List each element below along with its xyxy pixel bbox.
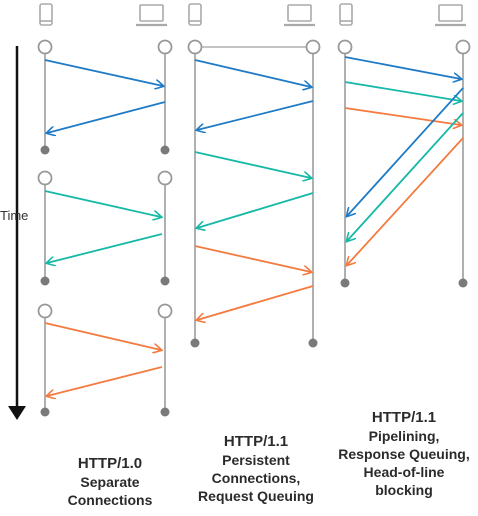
- server-close-dot: [160, 276, 170, 286]
- response-arrow: [47, 101, 166, 133]
- response-arrow-2: [347, 112, 464, 241]
- desktop-icon: [284, 4, 315, 27]
- client-open-circle: [37, 39, 53, 55]
- response-arrow-3: [197, 285, 314, 320]
- connection-3: [37, 303, 173, 417]
- caption-line: Head-of-line: [363, 464, 445, 480]
- server-close-dot: [458, 278, 468, 288]
- server-close-dot: [308, 338, 318, 348]
- client-close-dot: [40, 276, 50, 286]
- phone-icon: [188, 3, 202, 26]
- response-arrow-1: [197, 100, 314, 130]
- client-close-dot: [40, 407, 50, 417]
- request-arrow-2: [344, 81, 461, 101]
- request-arrow: [44, 190, 161, 217]
- caption-http11-pipelining: HTTP/1.1 Pipelining, Response Queuing, H…: [332, 408, 476, 499]
- request-arrow: [44, 59, 163, 86]
- caption-title: HTTP/1.1: [371, 409, 437, 426]
- request-arrow-1: [194, 59, 311, 87]
- caption-http11-persistent: HTTP/1.1 Persistent Connections, Request…: [184, 432, 328, 505]
- client-open-circle: [187, 39, 203, 55]
- response-arrow: [47, 366, 163, 396]
- request-arrow-1: [344, 56, 461, 79]
- client-open-circle: [337, 39, 353, 55]
- server-open-circle: [157, 303, 173, 319]
- caption-line: Response Queuing,: [338, 446, 470, 462]
- panel-http11-pipelining: [337, 39, 471, 288]
- server-open-circle: [157, 170, 173, 186]
- phone-icon: [39, 3, 53, 26]
- client-close-dot: [340, 278, 350, 288]
- request-arrow: [44, 322, 161, 350]
- response-arrow-2: [197, 192, 314, 228]
- desktop-icon: [435, 4, 466, 27]
- client-close-dot: [190, 338, 200, 348]
- client-open-circle: [37, 303, 53, 319]
- caption-title: HTTP/1.1: [223, 433, 289, 450]
- caption-line: blocking: [375, 482, 433, 498]
- request-arrow-3: [344, 107, 461, 125]
- panel-http11-persistent: [187, 39, 321, 348]
- server-close-dot: [160, 407, 170, 417]
- client-close-dot: [40, 145, 50, 155]
- response-arrow-3: [347, 137, 464, 265]
- connection-2: [37, 170, 173, 286]
- time-axis-label: Time: [0, 208, 29, 223]
- caption-line: Pipelining,: [368, 428, 440, 444]
- caption-line: Request Queuing: [198, 488, 314, 504]
- request-arrow-3: [194, 245, 311, 272]
- caption-line: Connections: [67, 492, 153, 508]
- panel-http10: [37, 39, 173, 417]
- desktop-icon: [136, 4, 167, 27]
- caption-line: Connections,: [211, 470, 301, 486]
- server-close-dot: [160, 145, 170, 155]
- server-open-circle: [157, 39, 173, 55]
- request-arrow-2: [194, 151, 311, 178]
- phone-icon: [339, 3, 353, 26]
- response-arrow-1: [347, 87, 464, 216]
- caption-line: Separate: [80, 474, 140, 490]
- server-open-circle: [455, 39, 471, 55]
- client-open-circle: [37, 170, 53, 186]
- time-axis-arrowhead: [8, 406, 26, 420]
- server-open-circle: [305, 39, 321, 55]
- connection-1: [37, 39, 173, 155]
- caption-title: HTTP/1.0: [77, 455, 143, 472]
- response-arrow: [47, 233, 163, 263]
- caption-http10: HTTP/1.0 Separate Connections: [45, 454, 175, 509]
- caption-line: Persistent: [222, 452, 290, 468]
